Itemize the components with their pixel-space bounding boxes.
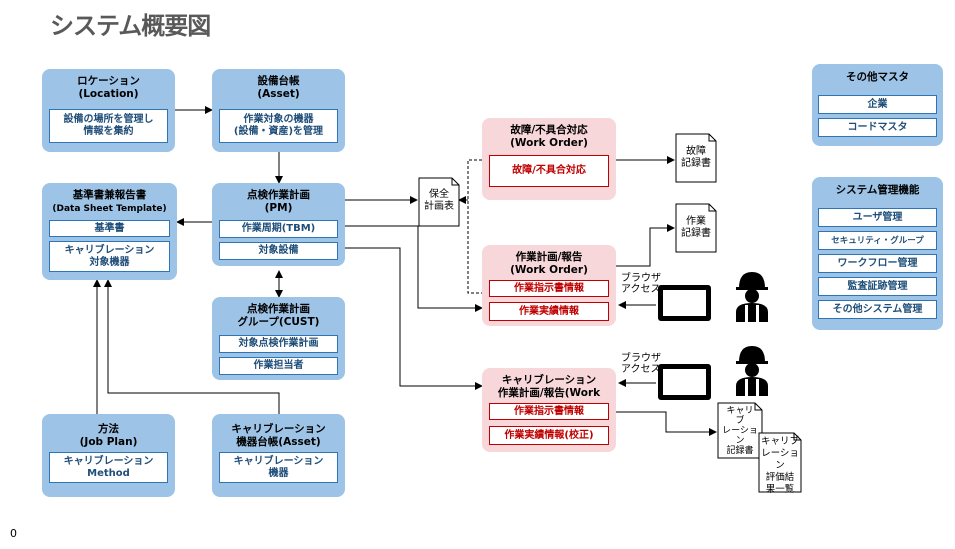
page-title: システム概要図 [50,12,211,40]
cal-record-label: キャリ ブ レーション 記録書 [722,406,758,456]
location-title: ロケーション [77,75,140,87]
page-number: 0 [10,527,17,540]
datasheet-sub: (Data Sheet Template) [52,204,167,214]
failure-sub: (Work Order) [510,137,588,149]
tablet-icon [658,285,711,321]
sys-mgmt-item-workflow: ワークフロー管理 [818,254,937,273]
failure-title: 故障/不具合対応 [510,124,588,136]
datasheet-title: 基準書兼報告書 [72,189,147,201]
sys-mgmt-item-security: セキュリティ・グループ [818,231,937,250]
datasheet-cell-cal-target: キャリブレーション 対象機器 [49,241,170,272]
hozen-doc-shape [418,177,460,227]
cust-sub: グループ(CUST) [237,316,320,328]
workplan-title: 作業計画/報告 [515,251,583,263]
browser-access-label-1: ブラウザ アクセス [621,273,661,295]
other-master-box: その他マスタ 企業 コードマスタ [812,64,943,146]
tablet-icon [658,364,711,400]
cal-eval-doc-shape [758,432,802,493]
workplan-cell-instruction: 作業指示書情報 [489,280,609,297]
failure-record-label: 故障 記録書 [681,146,711,169]
sys-mgmt-title: システム管理機能 [835,184,920,196]
sys-mgmt-box: システム管理機能 ユーザ管理 セキュリティ・グループ ワークフロー管理 監査証跡… [812,177,943,330]
location-box: ロケーション(Location) 設備の場所を管理し 情報を集約 [42,69,175,152]
pm-cell-equipment: 対象設備 [219,242,338,260]
calasset-title: キャリブレーション [231,423,326,435]
pm-box: 点検作業計画(PM) 作業周期(TBM) 対象設備 [212,183,345,266]
jobplan-sub: (Job Plan) [79,436,138,448]
calwork-wo-box: キャリブレーション作業計画/報告(Work 作業指示書情報 作業実績情報(校正) [482,368,616,452]
cal-eval-label: キャリブ レーション 評価結 果一覧 [760,436,799,495]
asset-cell: 作業対象の機器 (設備・資産)を管理 [219,109,338,143]
pm-sub: (PM) [264,202,293,214]
calasset-sub: 機器台帳(Asset) [236,436,321,448]
cust-cell-plan: 対象点検作業計画 [219,335,338,353]
datasheet-cell-standard: 基準書 [49,220,170,237]
worker-icon [736,272,768,322]
sys-mgmt-item-user: ユーザ管理 [818,208,937,227]
workplan-sub: (Work Order) [510,264,588,276]
worker-icon [736,346,768,396]
calasset-cell: キャリブレーション 機器 [219,452,338,483]
workplan-cell-result: 作業実績情報 [489,302,609,321]
jobplan-title: 方法 [98,423,119,435]
failure-record-doc-shape [675,133,717,183]
work-record-label: 作業 記録書 [681,216,711,239]
asset-sub: (Asset) [257,88,300,100]
sys-mgmt-item-other: その他システム管理 [818,300,937,319]
failure-wo-box: 故障/不具合対応(Work Order) 故障/不具合対応 [482,118,616,200]
calwork-cell-instruction: 作業指示書情報 [489,403,609,420]
location-sub: (Location) [78,88,139,100]
other-master-item-company: 企業 [818,95,937,114]
calwork-sub: 作業計画/報告(Work [497,387,601,399]
other-master-title: その他マスタ [846,71,909,83]
failure-cell: 故障/不具合対応 [489,155,609,187]
browser-access-label-2: ブラウザ アクセス [621,353,661,375]
cust-box: 点検作業計画グループ(CUST) 対象点検作業計画 作業担当者 [212,297,345,380]
pm-cell-cycle: 作業周期(TBM) [219,220,338,238]
calasset-box: キャリブレーション機器台帳(Asset) キャリブレーション 機器 [212,414,345,497]
calwork-title: キャリブレーション [501,374,597,386]
jobplan-cell: キャリブレーション Method [49,452,168,483]
cust-cell-worker: 作業担当者 [219,357,338,375]
asset-box: 設備台帳(Asset) 作業対象の機器 (設備・資産)を管理 [212,69,345,152]
calwork-cell-result: 作業実績情報(校正) [489,426,609,445]
jobplan-box: 方法(Job Plan) キャリブレーション Method [42,414,175,497]
cust-title: 点検作業計画 [247,303,310,315]
sys-mgmt-item-audit: 監査証跡管理 [818,277,937,296]
other-master-item-code: コードマスタ [818,118,937,137]
work-record-doc-shape [675,203,717,253]
location-cell: 設備の場所を管理し 情報を集約 [49,109,168,143]
pm-title: 点検作業計画 [247,189,310,201]
asset-title: 設備台帳 [257,75,300,87]
hozen-doc-label: 保全 計画表 [424,189,454,212]
datasheet-box: 基準書兼報告書 (Data Sheet Template) 基準書 キャリブレーシ… [42,183,177,280]
workplan-wo-box: 作業計画/報告(Work Order) 作業指示書情報 作業実績情報 [482,245,616,326]
